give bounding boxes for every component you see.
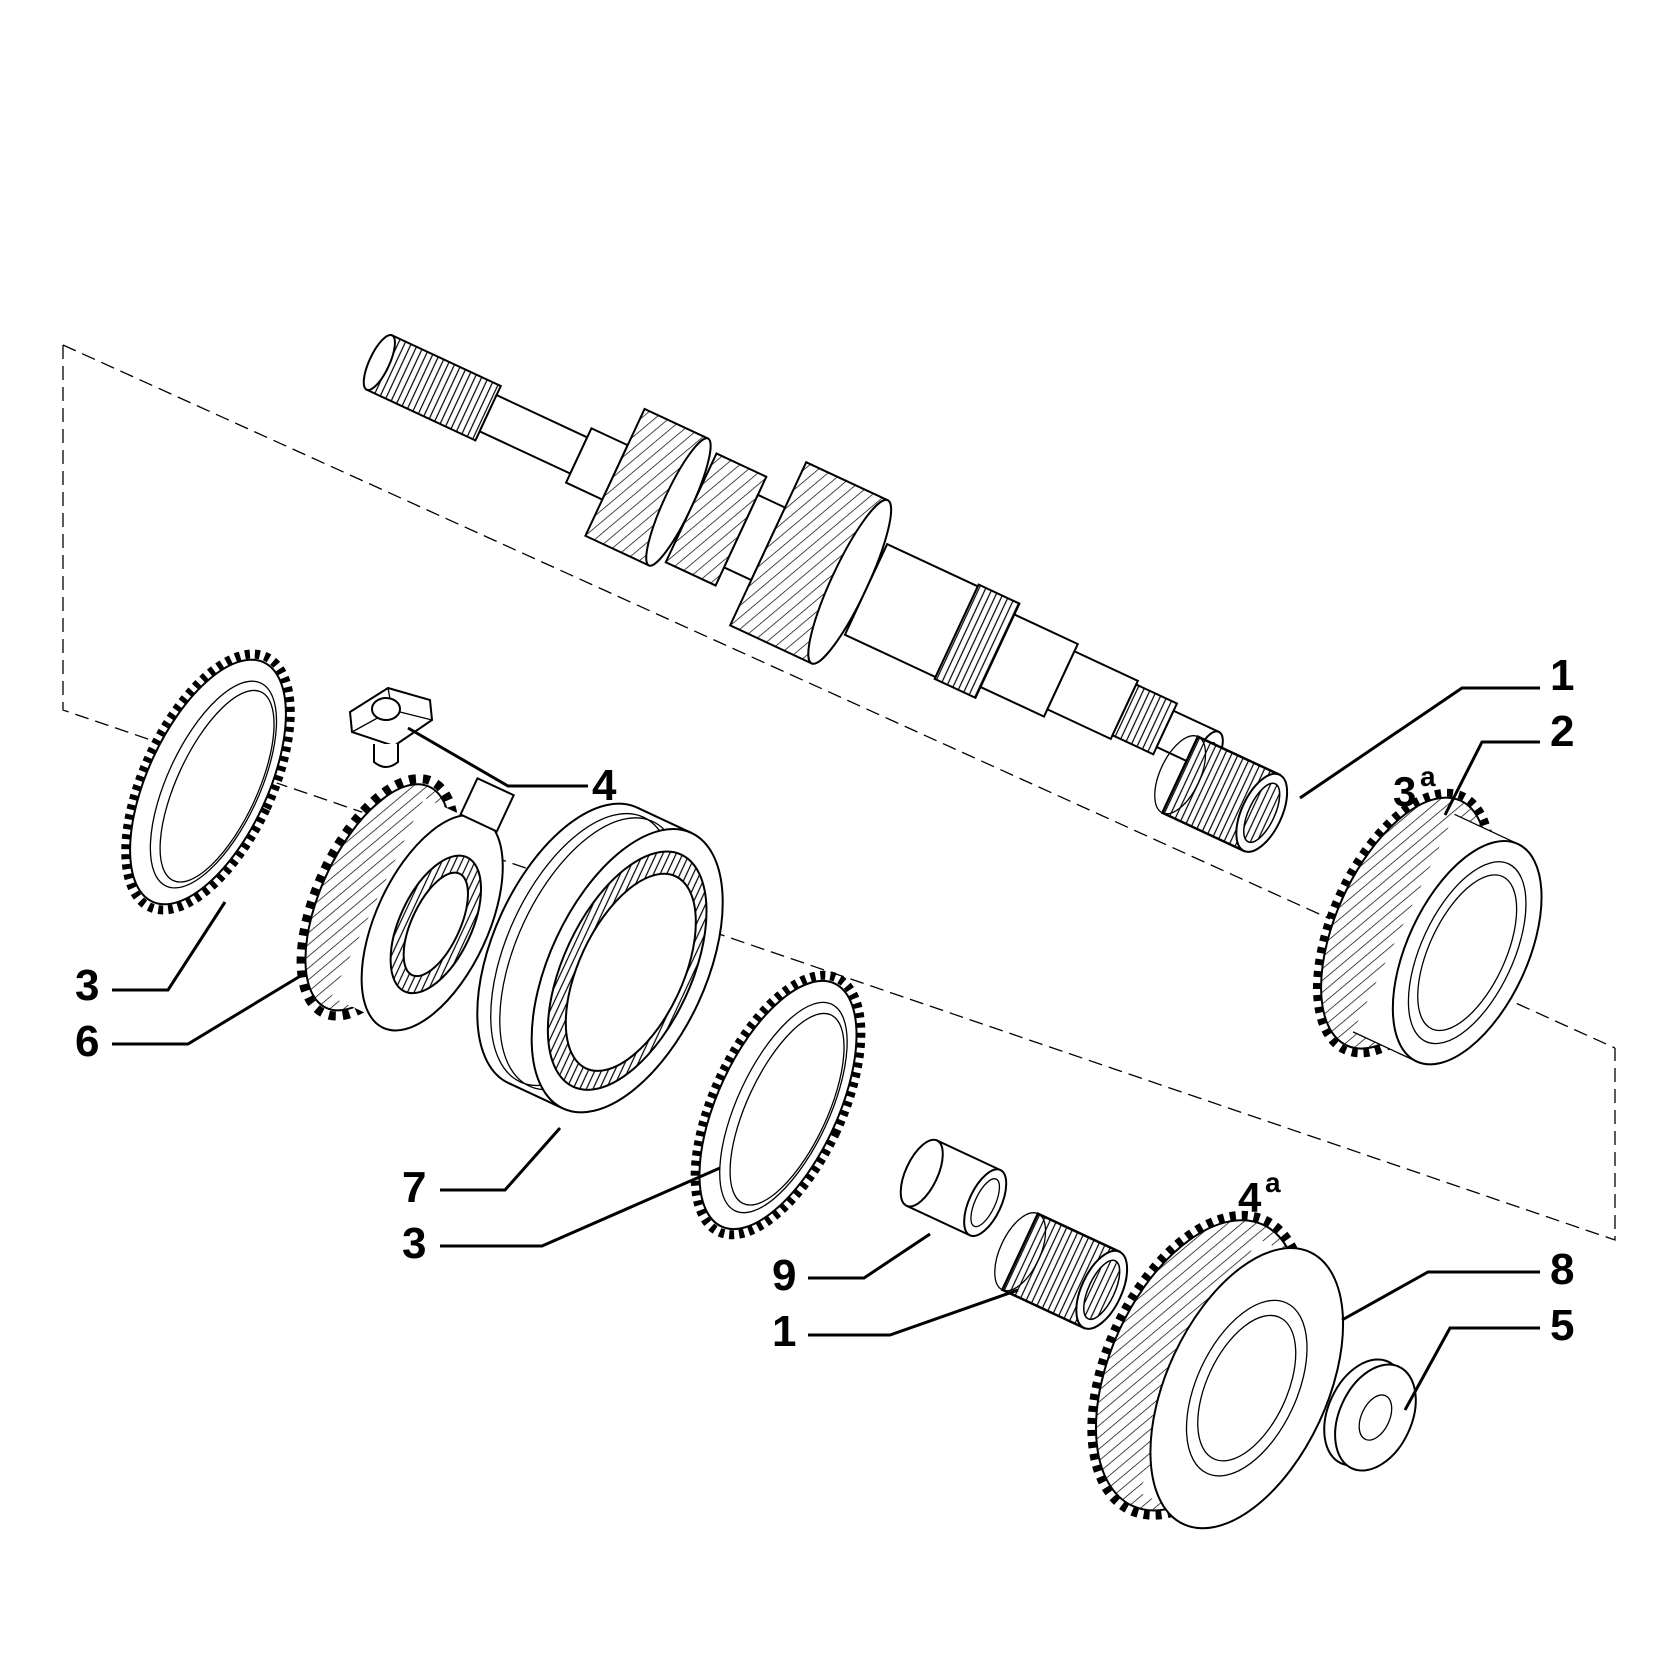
needle-bearing-icon xyxy=(1154,735,1289,853)
callout-4th-gear: 4 xyxy=(1238,1174,1262,1221)
leader-lines xyxy=(112,686,1540,1411)
callout-3-left: 3 xyxy=(75,961,99,1010)
synchronizer-hub-icon xyxy=(296,774,516,1032)
callout-5: 5 xyxy=(1550,1301,1574,1350)
helical-gear-icon xyxy=(1312,788,1543,1066)
callout-9: 9 xyxy=(772,1251,796,1300)
bushing-icon xyxy=(899,1138,1008,1237)
callout-4th-gear-superscript: a xyxy=(1265,1167,1281,1198)
callout-4: 4 xyxy=(592,761,617,810)
synchronizer-ring-icon xyxy=(121,649,295,915)
sliding-block-icon xyxy=(348,686,434,768)
output-shaft-icon xyxy=(362,333,1224,770)
needle-bearing-icon xyxy=(994,1212,1129,1330)
helical-gear-icon xyxy=(1087,1210,1345,1530)
callout-1-lower: 1 xyxy=(772,1307,796,1356)
callout-1-upper: 1 xyxy=(1550,651,1574,700)
callout-3-lower: 3 xyxy=(402,1219,426,1268)
callout-7: 7 xyxy=(402,1163,426,1212)
callout-2: 2 xyxy=(1550,707,1574,756)
callout-6: 6 xyxy=(75,1017,99,1066)
callout-labels: 1 2 3 a 4 3 6 7 3 9 1 4 a 8 5 xyxy=(75,651,1574,1356)
sliding-sleeve-icon xyxy=(476,802,724,1114)
synchronizer-ring-icon xyxy=(690,970,866,1240)
callout-3rd-gear-superscript: a xyxy=(1420,761,1436,792)
callout-8: 8 xyxy=(1550,1245,1574,1294)
thrust-washer-icon xyxy=(1323,1358,1417,1472)
callout-3rd-gear: 3 xyxy=(1393,768,1416,815)
